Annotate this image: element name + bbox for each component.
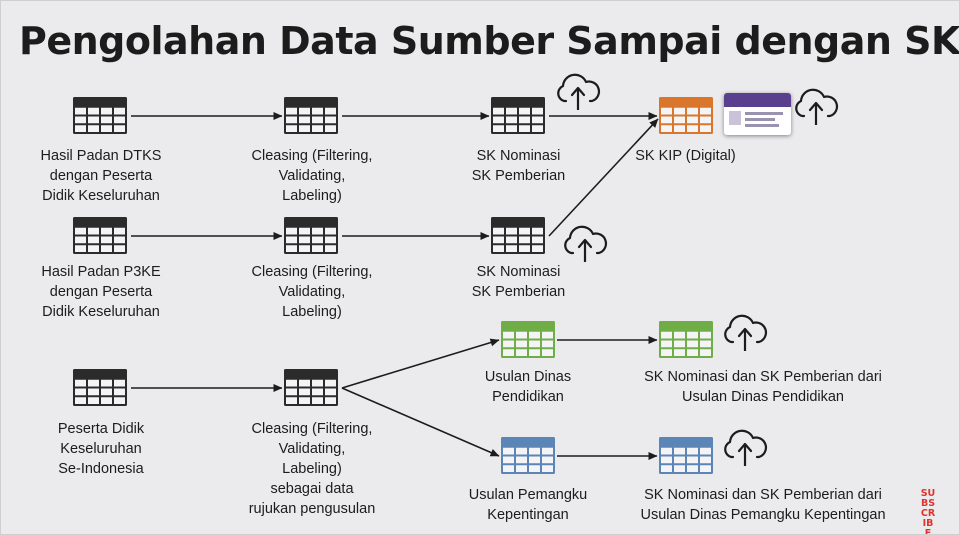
cleansing-to-pemangku-arrow: [341, 387, 500, 457]
pemangku-proposal-label: Usulan Pemangku Kepentingan: [468, 487, 588, 523]
pemangku-result-label: SK Nominasi dan SK Pemberian dari Usulan…: [640, 487, 886, 523]
dtks-cleansing-label: Cleasing (Filtering, Validating, Labelin…: [251, 148, 373, 204]
dtks-cleansing-table-icon: [284, 97, 338, 134]
p3ke-output-cloud-upload-icon: [564, 225, 608, 262]
dinas-proposal-label: Usulan Dinas Pendidikan: [484, 369, 572, 405]
dinas-result-table-icon: [659, 321, 713, 358]
dinas-result-cloud-upload-icon: [724, 314, 768, 351]
dtks-source-table-icon: [73, 97, 127, 134]
p3ke-source-label: Hasil Padan P3KE dengan Peserta Didik Ke…: [41, 264, 161, 320]
pemangku-result-table-icon: [659, 437, 713, 474]
p3ke-cleansing-table-icon: [284, 217, 338, 254]
pemangku-result-cloud-upload-icon: [724, 429, 768, 466]
national-source-label: Peserta Didik Keseluruhan Se-Indonesia: [57, 421, 145, 477]
dinas-proposal-table-icon: [501, 321, 555, 358]
dtks-source-label: Hasil Padan DTKS dengan Peserta Didik Ke…: [40, 148, 162, 204]
kip-card-icon: [724, 93, 791, 135]
kip-table-icon: [659, 97, 713, 134]
p3ke-output-label: SK Nominasi SK Pemberian: [471, 264, 566, 300]
page-title: Pengolahan Data Sumber Sampai dengan SK: [19, 19, 960, 63]
p3ke-source-table-icon: [73, 217, 127, 254]
dtks-output-label: SK Nominasi SK Pemberian: [471, 148, 566, 184]
national-cleansing-label: Cleasing (Filtering, Validating, Labelin…: [248, 421, 376, 517]
dtks-output-cloud-upload-icon: [557, 73, 601, 110]
p3ke-cleansing-label: Cleasing (Filtering, Validating, Labelin…: [251, 264, 373, 320]
national-source-table-icon: [73, 369, 127, 406]
national-cleansing-table-icon: [284, 369, 338, 406]
dinas-result-label: SK Nominasi dan SK Pemberian dari Usulan…: [644, 369, 882, 405]
dtks-output-table-icon: [491, 97, 545, 134]
subscribe-watermark: SUBSCRIBE: [920, 488, 936, 535]
kip-label: SK KIP (Digital): [635, 148, 736, 164]
p3ke-output-to-kip-arrow: [548, 118, 659, 237]
pemangku-proposal-table-icon: [501, 437, 555, 474]
kip-cloud-upload-icon: [795, 88, 839, 125]
cleansing-to-dinas-arrow: [341, 338, 500, 389]
p3ke-output-table-icon: [491, 217, 545, 254]
